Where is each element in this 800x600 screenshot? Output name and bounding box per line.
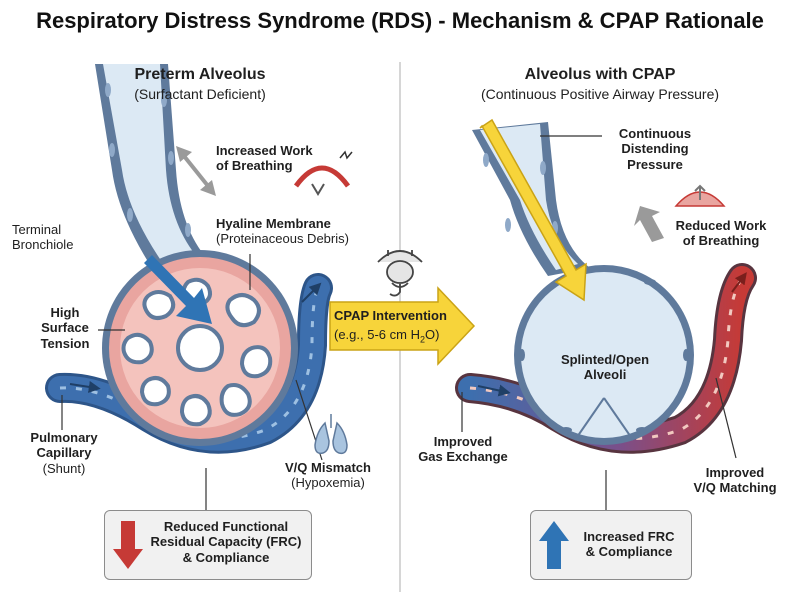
cpap-intervention-arrow xyxy=(329,286,476,366)
label-cpap-pressure: (e.g., 5-6 cm H2O) xyxy=(334,327,440,345)
label-pulmonary-capillary: Pulmonary Capillary (Shunt) xyxy=(30,430,98,476)
right-panel-subheading: (Continuous Positive Airway Pressure) xyxy=(480,86,720,102)
right-alveolus xyxy=(514,265,694,445)
label-distending-pressure: Continuous Distending Pressure xyxy=(618,126,692,172)
label-splinted-alveoli: Splinted/Open Alveoli xyxy=(560,352,650,383)
label-hyaline-membrane: Hyaline Membrane (Proteinaceous Debris) xyxy=(216,216,349,247)
collapsed-alveoli xyxy=(121,277,273,427)
label-reduced-work: Reduced Work of Breathing xyxy=(675,218,767,249)
label-gas-exchange: Improved Gas Exchange xyxy=(418,434,508,465)
label-terminal-bronchiole: Terminal Bronchiole xyxy=(12,222,74,253)
up-arrow-gray-icon xyxy=(634,206,664,242)
left-panel-subheading: (Surfactant Deficient) xyxy=(134,86,266,102)
right-result-text: Increased FRC & Compliance xyxy=(583,529,675,560)
left-result-text: Reduced Functional Residual Capacity (FR… xyxy=(150,519,302,565)
label-cpap-intervention: CPAP Intervention xyxy=(334,308,447,323)
label-increased-work: Increased Work of Breathing xyxy=(216,143,313,174)
lungs-icon xyxy=(314,414,348,455)
label-high-surface-tension: High Surface Tension xyxy=(40,305,90,351)
bidirectional-arrow-icon xyxy=(176,146,216,196)
left-alveolus xyxy=(102,250,298,446)
down-arrow-icon xyxy=(113,521,143,569)
right-leader-lines xyxy=(461,135,737,510)
right-panel-heading: Alveolus with CPAP xyxy=(524,66,676,83)
page-title: Respiratory Distress Syndrome (RDS) - Me… xyxy=(36,8,764,33)
pressure-arrow xyxy=(479,118,587,302)
relaxed-chest-icon xyxy=(674,184,726,207)
label-vq-matching: Improved V/Q Matching xyxy=(693,465,777,496)
alveolar-septa xyxy=(574,397,634,441)
left-result-box: Reduced Functional Residual Capacity (FR… xyxy=(104,510,312,580)
left-bronchiole xyxy=(95,64,210,268)
airflow-arrow xyxy=(144,255,212,324)
chest-strain-icon xyxy=(293,150,353,196)
cpap-mask-icon xyxy=(377,250,423,297)
up-arrow-icon xyxy=(539,521,569,569)
right-result-box: Increased FRC & Compliance xyxy=(530,510,692,580)
left-panel-heading: Preterm Alveolus xyxy=(134,66,266,83)
label-vq-mismatch: V/Q Mismatch (Hypoxemia) xyxy=(285,460,371,491)
